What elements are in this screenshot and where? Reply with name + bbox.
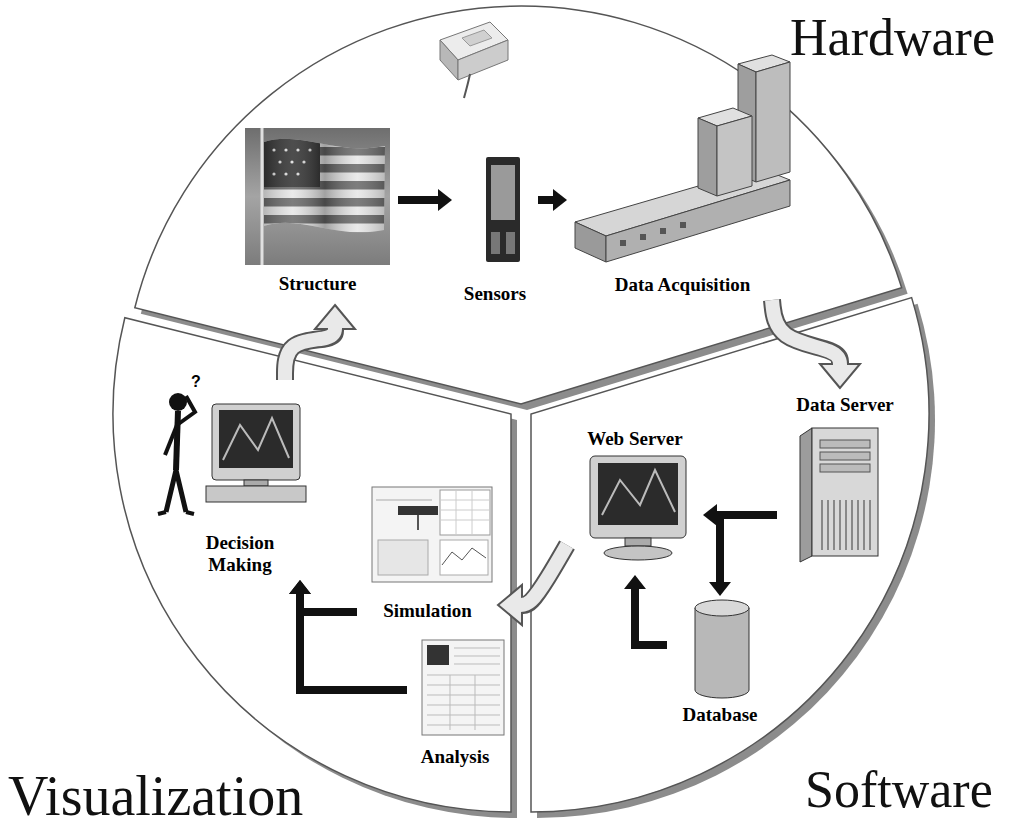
node-label: Data Acquisition [567, 274, 798, 296]
node-label: Structure [237, 273, 398, 295]
flag-picture [245, 125, 390, 265]
server-tower-picture [800, 428, 878, 562]
node-label: Database [667, 704, 773, 726]
component-node: Sensors [452, 150, 538, 305]
node-label: Web Server [567, 428, 703, 450]
node-label: Simulation [357, 600, 498, 622]
node-label: Analysis [407, 746, 503, 768]
wedge-outline [531, 298, 929, 812]
node-label: Decision Making [187, 532, 293, 576]
strain-sensor-picture [486, 157, 520, 262]
arrow-shaft [538, 196, 553, 204]
component-node: Web Server [567, 428, 703, 575]
component-node: Data Acquisition [567, 50, 798, 300]
sector-heading: Hardware [790, 12, 995, 64]
arrow-shaft [398, 196, 438, 204]
node-label: Data Server [777, 394, 913, 416]
node-label: Sensors [452, 283, 538, 305]
wedge-outline [135, 6, 902, 404]
component-node: Structure [237, 125, 398, 305]
sector-heading: Visualization [8, 768, 303, 824]
component-node: Database [667, 596, 773, 730]
component-node: Analysis [407, 630, 503, 772]
sector-heading: Software [805, 764, 993, 816]
component-node: Decision Making [150, 380, 310, 580]
component-node: Simulation [357, 482, 498, 624]
analysis-screenshot [422, 640, 504, 735]
simulation-screenshot [372, 487, 492, 582]
database-cylinder [695, 600, 749, 698]
wedge-outline [113, 318, 511, 812]
component-node: Data Server [777, 388, 913, 565]
question-mark: ? [191, 374, 201, 390]
